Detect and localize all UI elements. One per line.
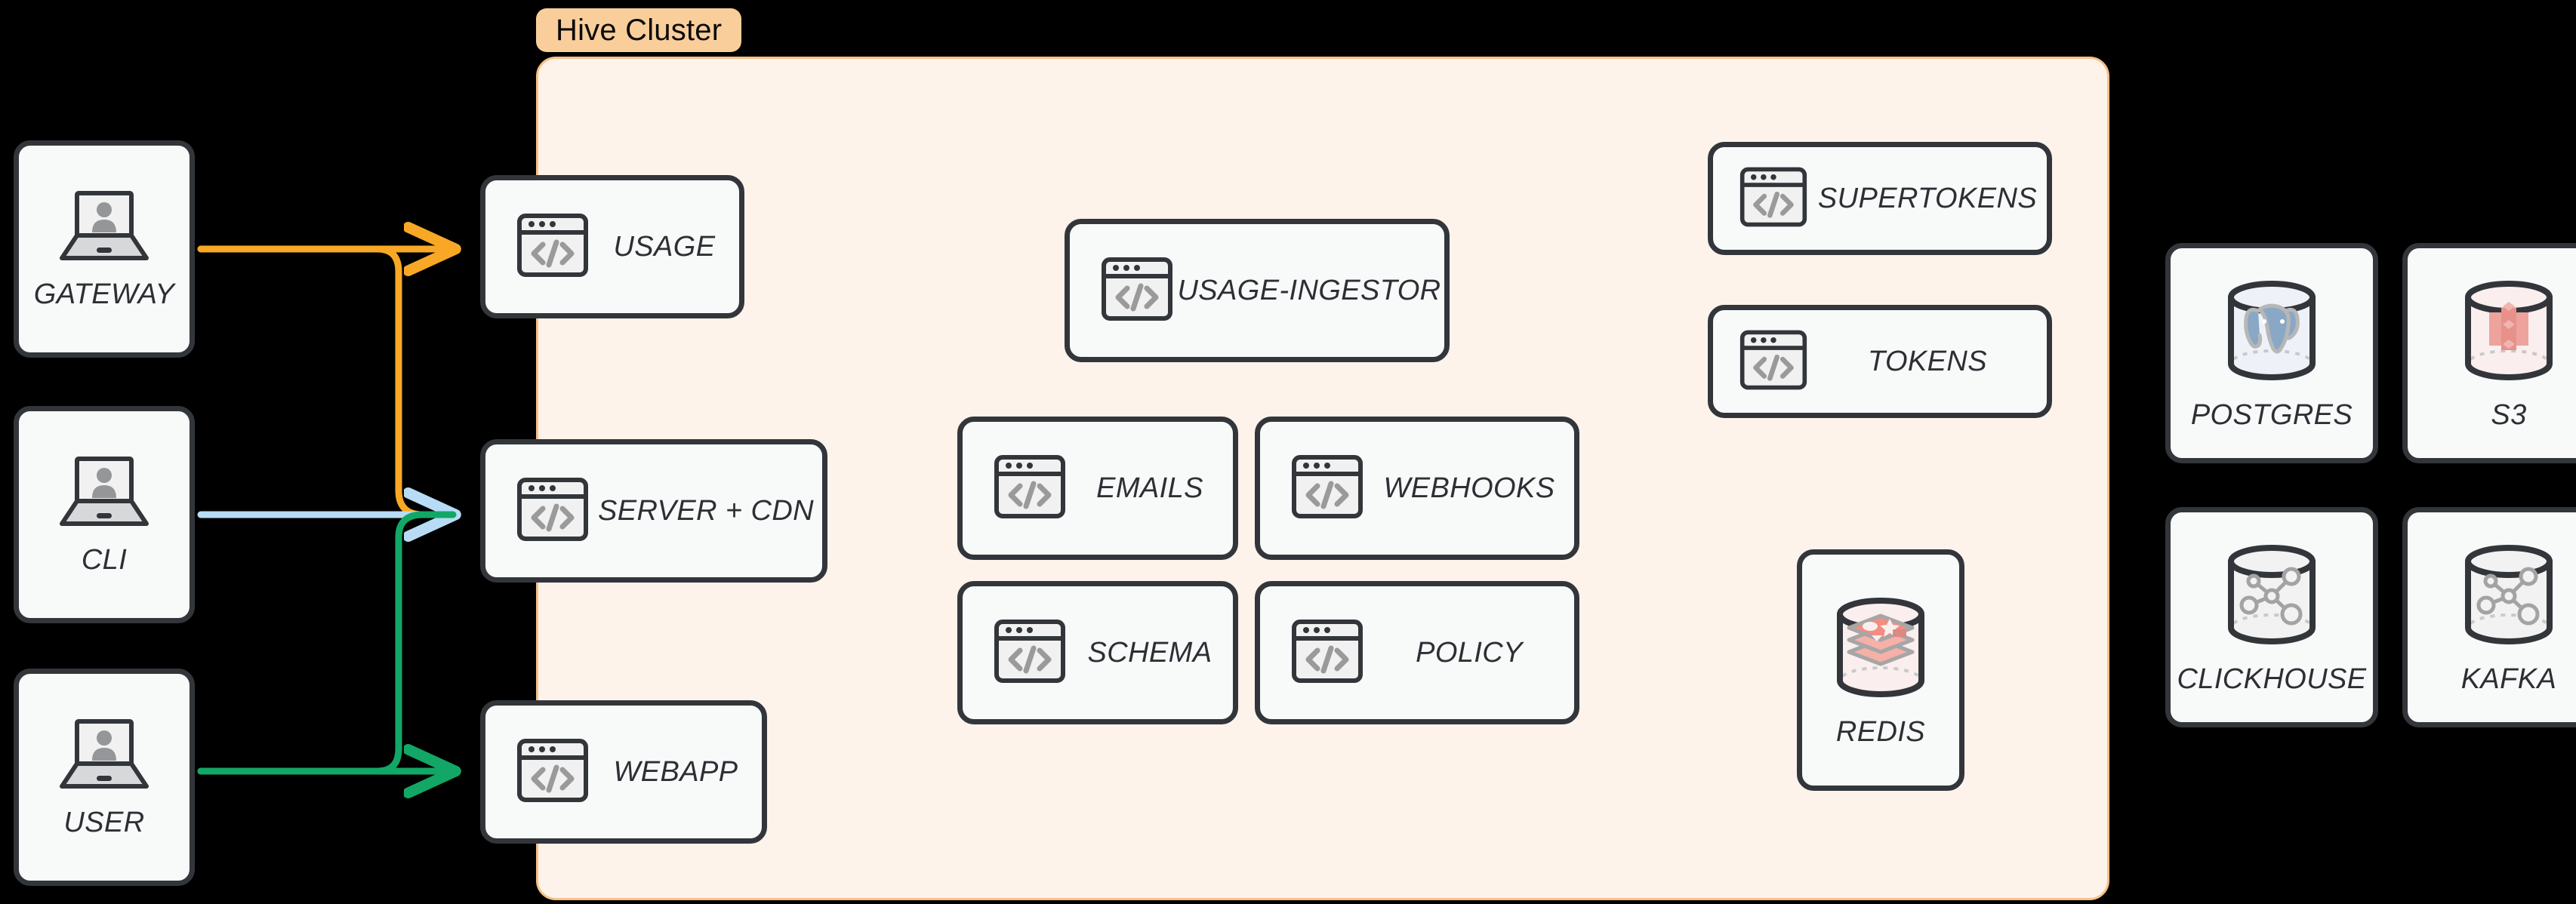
service-card-usage-ingestor[interactable]: USAGE-INGESTOR bbox=[1065, 219, 1450, 362]
database-redis-icon bbox=[1828, 592, 1934, 709]
service-card-schema[interactable]: SCHEMA bbox=[957, 581, 1238, 724]
code-window-icon bbox=[516, 733, 590, 811]
connector-gateway-server bbox=[197, 245, 457, 518]
code-window-icon bbox=[516, 472, 590, 550]
store-card-kafka[interactable]: KAFKA bbox=[2402, 507, 2576, 727]
code-window-icon bbox=[1739, 162, 1808, 235]
client-label: USER bbox=[63, 807, 145, 838]
store-label: CLICKHOUSE bbox=[2177, 663, 2367, 695]
store-label: KAFKA bbox=[2460, 663, 2557, 695]
client-label: GATEWAY bbox=[33, 278, 175, 310]
laptop-user-icon bbox=[54, 453, 154, 537]
service-label: POLICY bbox=[1416, 636, 1523, 669]
database-network-icon bbox=[2456, 539, 2562, 656]
service-card-usage[interactable]: USAGE bbox=[480, 175, 744, 318]
code-window-icon bbox=[516, 208, 590, 286]
service-label: WEBAPP bbox=[613, 755, 738, 788]
service-label: SCHEMA bbox=[1087, 636, 1213, 669]
store-label: POSTGRES bbox=[2190, 399, 2353, 431]
service-label: WEBHOOKS bbox=[1383, 472, 1555, 504]
service-label: SUPERTOKENS bbox=[1817, 182, 2038, 214]
client-node-gateway[interactable]: GATEWAY bbox=[14, 140, 195, 358]
store-label: REDIS bbox=[1835, 716, 1926, 748]
code-window-icon bbox=[1100, 252, 1174, 330]
hive-cluster-label: Hive Cluster bbox=[556, 13, 723, 47]
store-label: S3 bbox=[2491, 399, 2527, 431]
service-label: USAGE-INGESTOR bbox=[1177, 274, 1441, 306]
service-label: TOKENS bbox=[1868, 345, 1987, 377]
code-window-icon bbox=[1739, 325, 1808, 398]
client-label: CLI bbox=[81, 544, 128, 576]
store-card-s3[interactable]: S3 bbox=[2402, 243, 2576, 463]
service-card-policy[interactable]: POLICY bbox=[1255, 581, 1579, 724]
client-node-user[interactable]: USER bbox=[14, 669, 195, 886]
service-label: SERVER + CDN bbox=[597, 494, 814, 527]
store-card-clickhouse[interactable]: CLICKHOUSE bbox=[2165, 507, 2378, 727]
hive-cluster-badge: Hive Cluster bbox=[536, 8, 742, 52]
database-network-icon bbox=[2219, 539, 2325, 656]
store-card-redis[interactable]: REDIS bbox=[1797, 549, 1964, 791]
code-window-icon bbox=[1290, 614, 1364, 692]
laptop-user-icon bbox=[54, 715, 154, 799]
service-card-emails[interactable]: EMAILS bbox=[957, 417, 1238, 560]
service-card-server-cdn[interactable]: SERVER + CDN bbox=[480, 439, 827, 583]
service-label: USAGE bbox=[613, 230, 716, 263]
database-postgres-icon bbox=[2219, 275, 2325, 392]
service-card-tokens[interactable]: TOKENS bbox=[1708, 305, 2052, 418]
laptop-user-icon bbox=[54, 187, 154, 271]
service-label: EMAILS bbox=[1096, 472, 1203, 504]
service-card-webapp[interactable]: WEBAPP bbox=[480, 700, 767, 844]
client-node-cli[interactable]: CLI bbox=[14, 406, 195, 623]
connector-user-server bbox=[197, 511, 457, 775]
code-window-icon bbox=[1290, 450, 1364, 527]
store-card-postgres[interactable]: POSTGRES bbox=[2165, 243, 2378, 463]
service-card-supertokens[interactable]: SUPERTOKENS bbox=[1708, 142, 2052, 255]
database-s3-icon bbox=[2456, 275, 2562, 392]
code-window-icon bbox=[993, 450, 1067, 527]
code-window-icon bbox=[993, 614, 1067, 692]
service-card-webhooks[interactable]: WEBHOOKS bbox=[1255, 417, 1579, 560]
